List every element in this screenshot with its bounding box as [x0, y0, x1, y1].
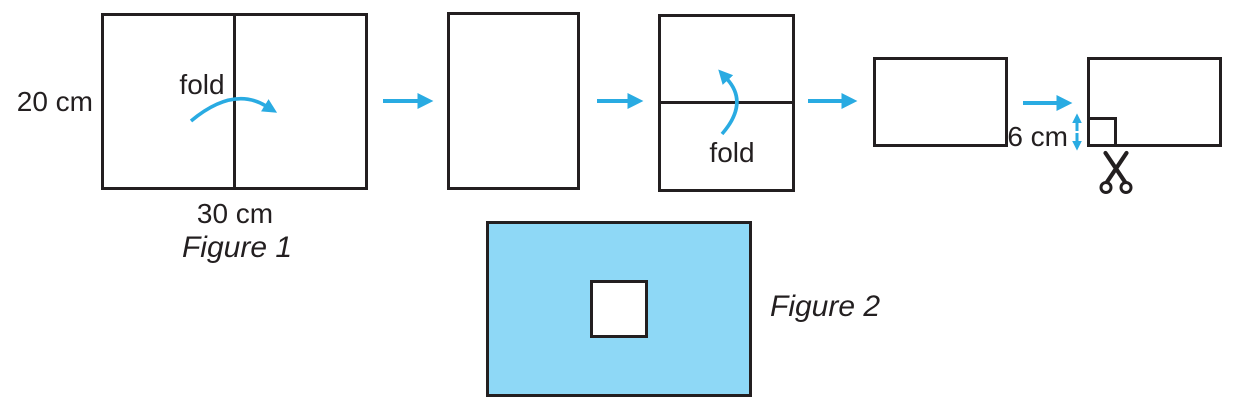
fold-line-horizontal	[661, 101, 792, 104]
cut-square	[1087, 117, 1117, 147]
sheet-after-first-fold	[447, 12, 580, 190]
figure1-caption: Figure 1	[181, 231, 293, 264]
sheet-after-second-fold	[873, 57, 1008, 147]
figure2-hole	[590, 280, 648, 338]
fold-label-1: fold	[179, 69, 225, 100]
figure2-sheet	[486, 221, 752, 397]
sheet-with-cut-corner	[1087, 57, 1222, 147]
fold-label-2: fold	[709, 137, 755, 168]
sheet-original	[101, 13, 368, 190]
width-dimension-label: 30 cm	[196, 198, 274, 229]
figure2-caption: Figure 2	[770, 290, 881, 323]
fold-line-vertical	[233, 16, 236, 187]
height-dimension-label: 20 cm	[16, 86, 93, 117]
scissors-icon	[1099, 150, 1133, 194]
cut-dimension-label: 6 cm	[1007, 121, 1068, 152]
